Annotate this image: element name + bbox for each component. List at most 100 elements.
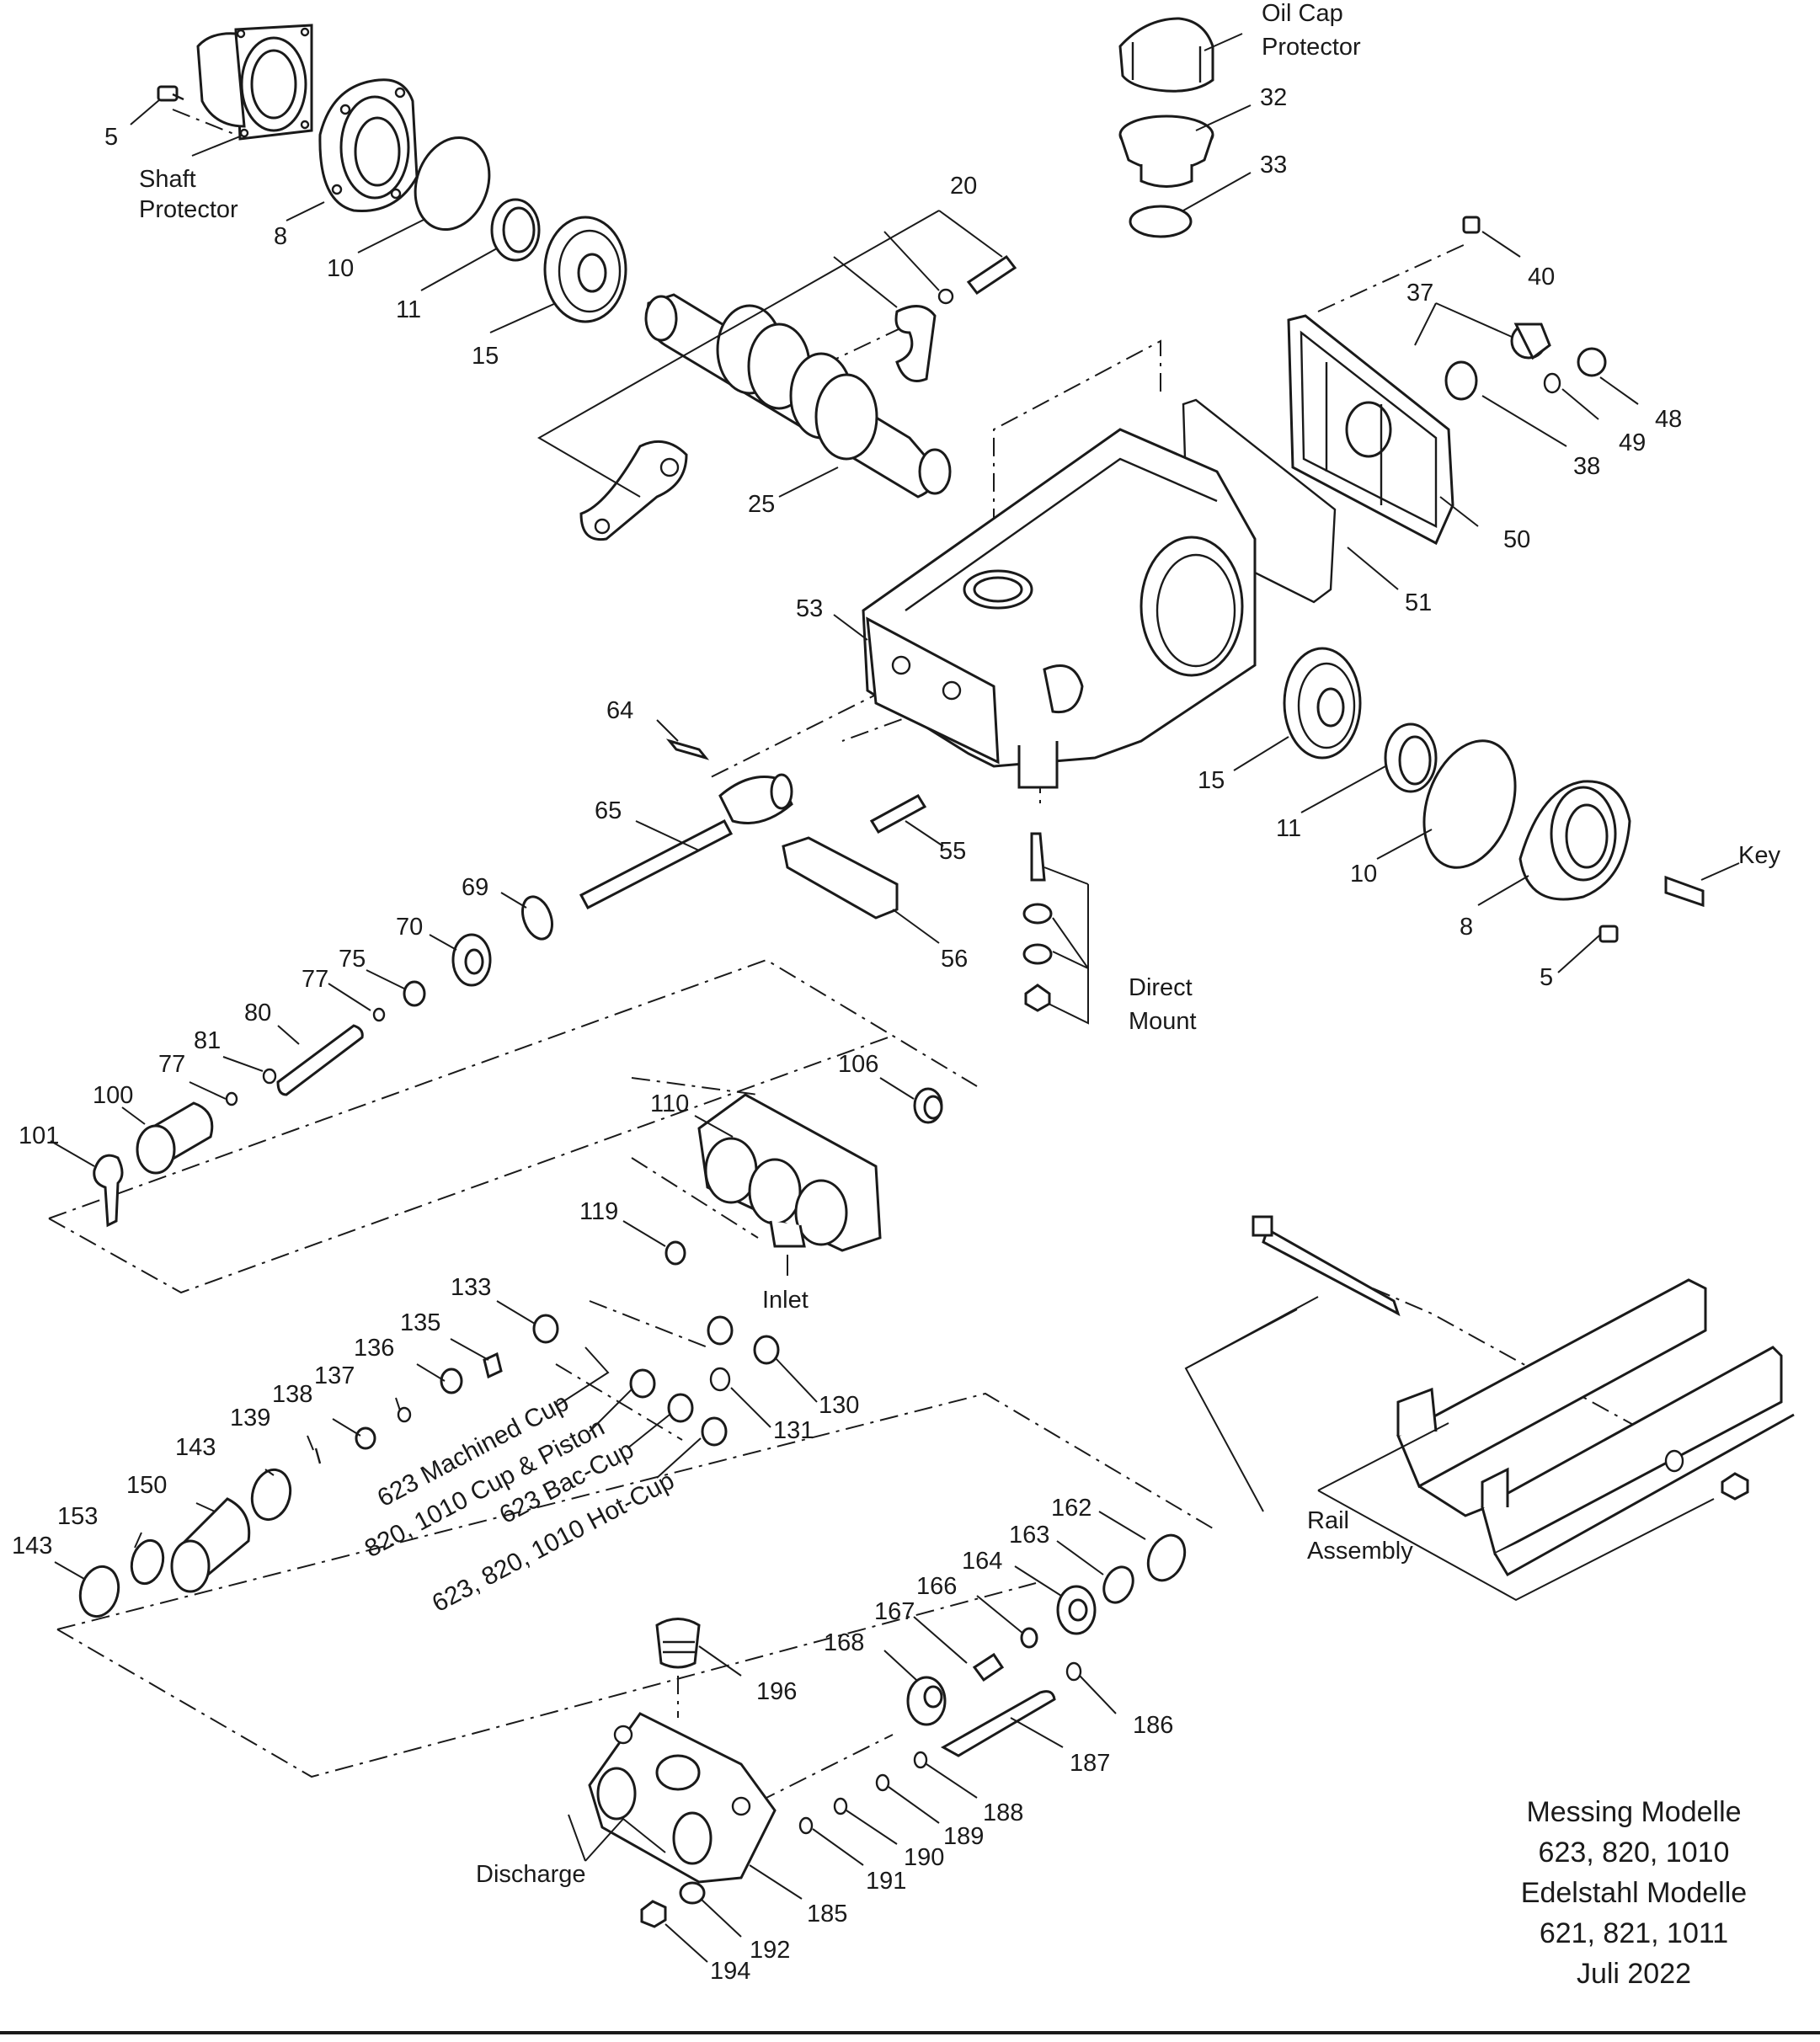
label-20: 20 — [950, 173, 977, 200]
label-77a: 77 — [302, 966, 328, 993]
sleeve-150-part — [170, 1497, 251, 1593]
washer-192-part — [679, 1881, 706, 1905]
label-138: 138 — [272, 1381, 312, 1408]
discharge-label: Discharge — [476, 1861, 586, 1888]
valve-168-part — [906, 1676, 947, 1726]
label-33: 33 — [1260, 152, 1287, 179]
seal-11b-part — [1384, 722, 1438, 793]
label-137: 137 — [314, 1362, 355, 1389]
label-119: 119 — [579, 1198, 618, 1225]
label-143b: 143 — [12, 1533, 52, 1559]
label-133: 133 — [451, 1274, 491, 1301]
label-135: 135 — [400, 1309, 440, 1336]
connecting-rod-part — [579, 305, 937, 541]
pin-64-part — [665, 738, 710, 760]
label-69: 69 — [462, 874, 488, 901]
o-ring-10b-part — [1422, 739, 1517, 869]
label-81: 81 — [194, 1027, 221, 1054]
crankcase-53-part — [862, 428, 1257, 789]
label-163: 163 — [1009, 1522, 1049, 1549]
deflector-101-part — [93, 1154, 124, 1228]
label-32: 32 — [1260, 84, 1287, 111]
o-ring-162-part — [1146, 1533, 1187, 1582]
plunger-100-part — [136, 1101, 214, 1175]
label-189: 189 — [943, 1823, 984, 1850]
label-40: 40 — [1528, 264, 1555, 291]
oil-cap-32-part — [1118, 115, 1214, 188]
part-number-labels: 5 8 10 11 15 20 25 32 33 37 40 38 49 48 … — [12, 84, 1682, 1985]
label-164: 164 — [962, 1548, 1002, 1575]
label-131: 131 — [773, 1417, 814, 1444]
label-5a: 5 — [104, 124, 118, 151]
direct-mount-line1: Direct — [1129, 974, 1193, 1001]
label-77b: 77 — [158, 1051, 185, 1078]
label-10a: 10 — [327, 255, 354, 282]
parts-artwork — [78, 17, 1795, 1928]
shaft-protector-part — [196, 24, 313, 141]
oil-cap-protector-line1: Oil Cap — [1262, 0, 1343, 27]
oil-pan-56-part — [782, 836, 899, 920]
crankshaft-25-part — [644, 293, 952, 499]
leader-lines — [50, 33, 1740, 1963]
label-5b: 5 — [1540, 964, 1553, 991]
o-ring-163-part — [1102, 1565, 1134, 1604]
assembly-dash-lines — [48, 109, 1677, 1803]
label-65: 65 — [595, 797, 622, 824]
bearing-cover-8b-part — [1518, 780, 1631, 901]
ring-190-part — [833, 1797, 848, 1815]
label-194: 194 — [710, 1958, 750, 1985]
label-130: 130 — [819, 1392, 859, 1419]
label-139: 139 — [230, 1405, 270, 1432]
ring-188-part — [913, 1751, 928, 1769]
rail-assembly-part — [1252, 1215, 1795, 1577]
label-64: 64 — [606, 697, 633, 724]
key-label: Key — [1738, 842, 1780, 869]
inlet-manifold-110-part — [697, 1093, 882, 1252]
label-101: 101 — [19, 1122, 59, 1149]
inlet-label: Inlet — [762, 1287, 809, 1314]
ring-81-part — [262, 1068, 277, 1085]
label-70: 70 — [396, 914, 423, 941]
title-line-4: 621, 821, 1011 — [1539, 1917, 1729, 1949]
label-51: 51 — [1405, 589, 1432, 616]
direct-mount-hardware-part — [1022, 832, 1053, 1012]
ring-186-part — [1065, 1661, 1082, 1682]
label-186: 186 — [1133, 1712, 1173, 1739]
washer-75-part — [403, 980, 426, 1007]
cup-piston-part — [629, 1368, 656, 1399]
label-38: 38 — [1573, 453, 1600, 480]
valve-130a-part — [707, 1315, 734, 1346]
nut-194-part — [640, 1900, 667, 1928]
plug-119-part — [664, 1240, 686, 1266]
spring-167-part — [972, 1652, 1005, 1682]
oil-cap-protector-line2: Protector — [1262, 34, 1361, 61]
label-110: 110 — [650, 1090, 689, 1117]
bearing-15-part — [543, 216, 627, 323]
ring-166-part — [1020, 1627, 1038, 1649]
ring-131-part — [709, 1367, 731, 1392]
ring-77a-part — [372, 1007, 386, 1022]
seal-70-part — [451, 933, 492, 987]
screw-5-part — [157, 85, 184, 102]
label-10b: 10 — [1350, 861, 1377, 888]
label-192: 192 — [750, 1937, 790, 1964]
label-106: 106 — [838, 1051, 878, 1078]
rod-bolt-20-part — [937, 254, 1017, 305]
label-80: 80 — [244, 1000, 271, 1026]
label-187: 187 — [1070, 1750, 1110, 1777]
o-ring-153-part — [130, 1538, 165, 1586]
o-ring-143b-part — [78, 1565, 120, 1618]
label-188: 188 — [983, 1799, 1023, 1826]
plugs-37-48-part — [1444, 323, 1607, 401]
oil-cap-protector-label: Oil Cap Protector — [1262, 0, 1361, 61]
ring-191-part — [798, 1816, 814, 1835]
title-line-3: Edelstahl Modelle — [1520, 1877, 1748, 1909]
bearing-15b-part — [1283, 647, 1362, 760]
label-15b: 15 — [1198, 767, 1225, 794]
label-168: 168 — [824, 1629, 864, 1656]
label-15a: 15 — [472, 343, 499, 370]
label-37: 37 — [1406, 280, 1433, 307]
stud-55-part — [869, 794, 927, 834]
label-185: 185 — [807, 1901, 847, 1927]
